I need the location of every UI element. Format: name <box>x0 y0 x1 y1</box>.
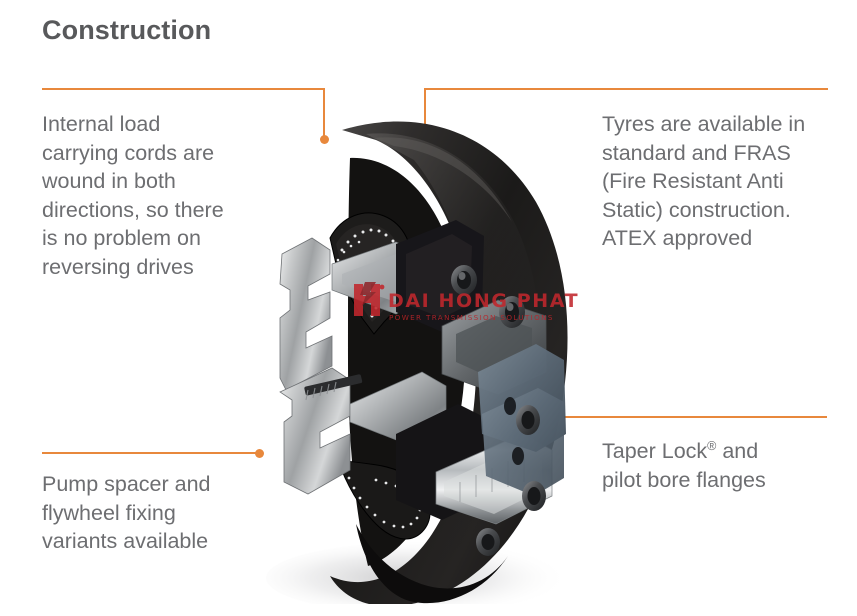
callout-flanges-text: and pilot bore flanges <box>602 439 766 492</box>
leader-line-internal-load-vertical <box>323 88 325 141</box>
leader-line-tyres-horizontal <box>424 88 828 90</box>
leader-line-taper-lock <box>497 416 827 418</box>
callout-pump-spacer: Pump spacer and flywheel fixing variants… <box>42 472 211 553</box>
callout-tyres-fras: Tyres are available in standard and FRAS… <box>602 112 806 250</box>
leader-line-tyres-vertical <box>424 88 426 133</box>
page-title: Construction <box>42 15 212 45</box>
tyre-coupling-cutaway-image <box>246 104 606 604</box>
callout-internal-load-cords: Internal load carrying cords are wound i… <box>42 112 224 279</box>
leader-line-internal-load-horizontal <box>42 88 325 90</box>
callout-taper-lock-text: Taper Lock <box>602 439 708 463</box>
callout-taper-lock-flanges: Taper Lock® and pilot bore flanges <box>602 437 854 494</box>
registered-trademark-symbol: ® <box>707 438 717 453</box>
leader-line-pump-spacer <box>42 452 258 454</box>
leader-dot-pump-spacer <box>255 448 264 458</box>
leader-dot-internal-load <box>319 135 329 144</box>
